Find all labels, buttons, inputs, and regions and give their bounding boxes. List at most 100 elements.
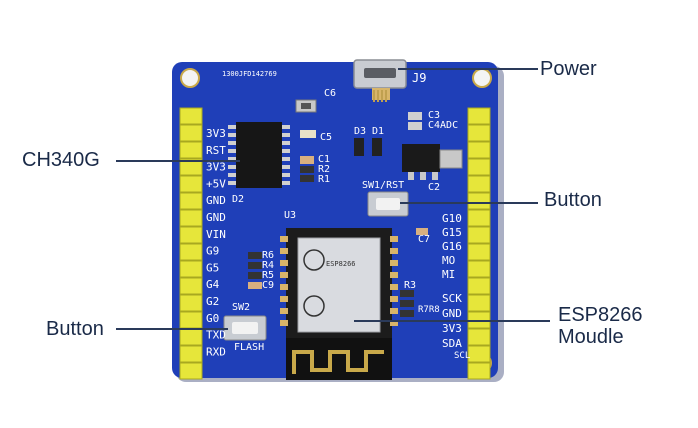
button-top-leader-line [400,202,538,204]
header-pin [179,226,203,244]
right-pin-label-3v3: 3V3 [442,322,462,335]
left-pin-label-g4: G4 [206,278,220,291]
header-pin [179,209,203,227]
button-bottom-leader-line [116,328,228,330]
right-pin-header [467,107,491,380]
header-pin [179,345,203,363]
power-leader-line [398,68,538,70]
right-pin-label-gnd: GND [442,307,462,320]
mounting-hole [180,68,200,88]
voltage-regulator [402,144,440,172]
header-pin [179,243,203,261]
header-pin [179,328,203,346]
left-pin-label-3v3: 3V3 [206,127,226,140]
header-pin [179,141,203,159]
left-pin-label-g0: G0 [206,312,219,325]
resistor [248,272,262,279]
header-pin [179,362,203,380]
silkscreen-c2: C2 [428,182,440,193]
silkscreen-r4: R4 [262,260,274,271]
esp8266-callout: ESP8266 Moudle [558,304,643,348]
header-pin [467,328,491,346]
left-pin-label-rst: RST [206,144,226,157]
resistor [400,310,414,317]
header-pin [467,243,491,261]
right-pin-label-g10: G10 [442,212,462,225]
silkscreen-r5: R5 [262,270,274,281]
left-pin-label-gnd: GND [206,194,226,207]
capacitor [300,130,316,138]
silkscreen-sw1: SW1/RST [362,180,404,191]
left-pin-label-txd: TXD [206,329,226,342]
mounting-hole [472,68,492,88]
right-pin-label-mi: MI [442,268,455,281]
silkscreen-d3: D3 [354,126,366,137]
right-pin-label-mo: MO [442,254,455,267]
ch340g-chip [236,122,282,188]
capacitor [416,228,428,235]
silkscreen-j9: J9 [412,71,426,85]
esp8266-callout-line2: Moudle [558,326,624,348]
header-pin [179,260,203,278]
silkscreen-u3: U3 [284,210,296,221]
header-pin [467,294,491,312]
header-pin [179,192,203,210]
resistor [400,290,414,297]
capacitor [300,156,314,164]
button-bottom-callout: Button [46,318,104,340]
silkscreen-r6: R6 [262,250,274,261]
right-pin-label-g15: G15 [442,226,462,239]
silkscreen-c5: C5 [320,132,332,143]
button-top-callout: Button [544,189,602,211]
capacitor [408,112,422,120]
header-pin [179,158,203,176]
silkscreen-d2: D2 [232,194,244,205]
resistor [248,262,262,269]
header-pin [179,311,203,329]
pcb-antenna [292,350,384,374]
esp8266-callout-line1: ESP8266 [558,304,643,326]
silkscreen-c9: C9 [262,280,274,291]
right-pin-label-sda: SDA [442,337,462,350]
header-pin [179,107,203,125]
left-pin-label-rxd: RXD [206,345,226,358]
resistor [400,300,414,307]
silkscreen-serial: 1300JFD142769 [222,70,277,78]
silkscreen-r3: R3 [404,280,416,291]
header-pin [467,141,491,159]
diode [354,138,364,156]
left-pin-label-5v: +5V [206,177,226,190]
header-pin [467,175,491,193]
esp-leader-line [354,320,550,322]
silkscreen-esp_model: ESP8266 [326,260,356,268]
capacitor [408,122,422,130]
header-pin [467,362,491,380]
left-pin-label-3v3: 3V3 [206,161,226,174]
silkscreen-r1: R1 [318,174,330,185]
header-pin [467,226,491,244]
left-pin-label-gnd: GND [206,211,226,224]
silkscreen-c4adc: C4ADC [428,120,458,131]
ch340g-callout: CH340G [22,149,100,171]
silkscreen-scl: SCL [454,351,470,361]
diode [372,138,382,156]
silkscreen-sw2: SW2 [232,302,250,313]
left-pin-label-vin: VIN [206,228,226,241]
header-pin [467,192,491,210]
right-pin-label-g16: G16 [442,240,462,253]
silkscreen-c7: C7 [418,234,430,245]
capacitor [248,282,262,289]
silkscreen-d1: D1 [372,126,384,137]
silkscreen-c6: C6 [324,88,336,99]
resistor [300,166,314,173]
resistor [300,175,314,182]
silkscreen-flash: FLASH [234,342,264,353]
header-pin [467,260,491,278]
silkscreen-r7r8: R7R8 [418,305,440,315]
power-callout: Power [540,58,597,80]
silkscreen-r2: R2 [318,164,330,175]
header-pin [179,277,203,295]
header-pin [467,158,491,176]
header-pin [467,107,491,125]
right-pin-label-sck: SCK [442,292,462,305]
